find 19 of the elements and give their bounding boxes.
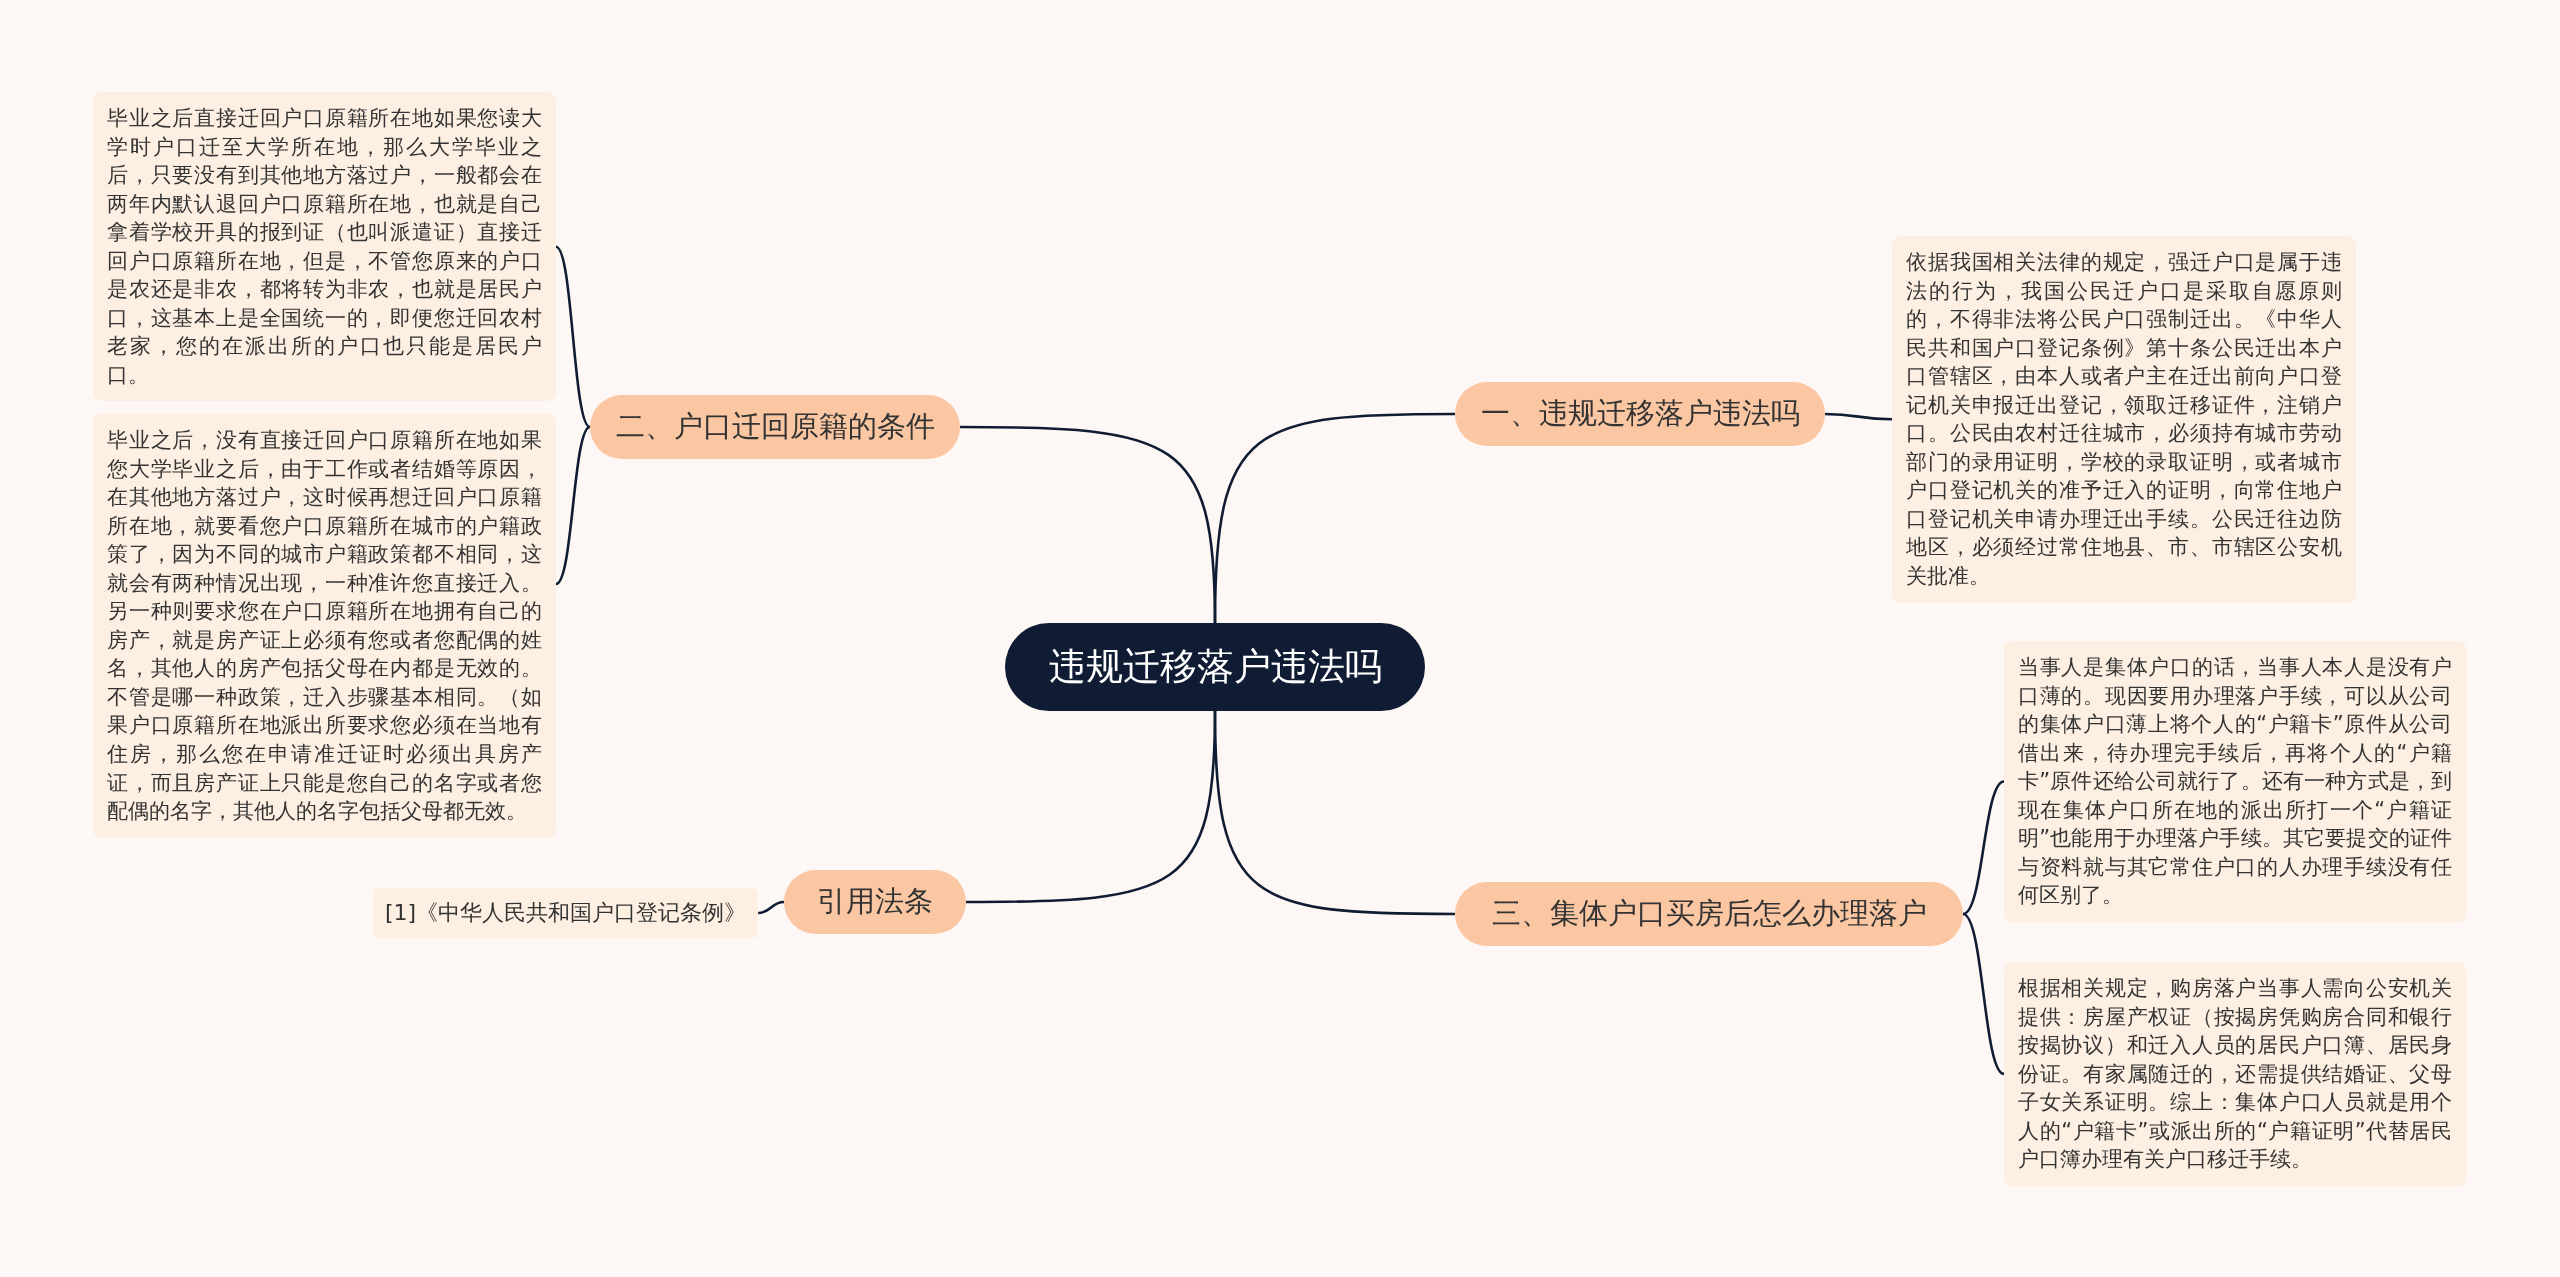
connector-line [1825,412,1892,421]
connector-line [960,425,1217,624]
note-box: 毕业之后直接迁回户口原籍所在地如果您读大学时户口迁至大学所在地，那么大学毕业之后，只要没有到其他地方落过户，一般都会在两年内默认退回户口原籍所在地，也就是自己拿着学校开具的报到证（也叫派遣证）直接迁回户口原籍所在地，但是，不管您原来的户口是农还是非农，都将转为非农，也就是居民户口，这基本上是全国统一的，即便您迁回农村老家，您的在派出所的户口也只能是居民户口。 [93,92,556,402]
connector-line [555,245,591,428]
connector-line [555,425,591,586]
connector-line [1962,912,2005,1075]
central-topic: 违规迁移落户违法吗 [1005,623,1425,711]
reference-box: [1]《中华人民共和国户口登记条例》 [373,888,759,938]
branch-topic: 一、违规迁移落户违法吗 [1455,382,1825,446]
note-box: 依据我国相关法律的规定，强迁户口是属于违法的行为，我国公民迁户口是采取自愿原则的，不得非法将公民户口强制迁出。《中华人民共和国户口登记条例》第十条公民迁出本户口管辖区，由本人或者户主在迁出前向户口登记机关申报迁出登记，领取迁移证件，注销户口。公民由农村迁往城市，必须持有城市劳动部门的录用证明，学校的录取证明，或者城市户口登记机关的准予迁入的证明，向常住地户口登记机关申请办理迁出手续。公民迁往边防地区，必须经过常住地县、市、市辖区公安机关批准。 [1892,236,2356,603]
connector-line [1962,780,2005,916]
branch-topic: 二、户口迁回原籍的条件 [590,395,960,459]
note-box: 当事人是集体户口的话，当事人本人是没有户口薄的。现因要用办理落户手续，可以从公司的集体户口薄上将个人的“户籍卡”原件从公司借出来，待办理完手续后，再将个人的“户籍卡”原件还给公司就行了。还有一种方式是，到现在集体户口所在地的派出所打一个“户籍证明”也能用于办理落户手续。其它要提交的证件与资料就与其它常住户口的人办理手续没有任何区别了。 [2004,641,2466,922]
branch-topic: 引用法条 [784,870,966,934]
note-box: 根据相关规定，购房落户当事人需向公安机关提供：房屋产权证（按揭房凭购房合同和银行按揭协议）和迁入人员的居民户口簿、居民身份证。有家属随迁的，还需提供结婚证、父母子女关系证明。综上：集体户口人员就是用个人的“户籍卡”或派出所的“户籍证明”代替居民户口簿办理有关户口移迁手续。 [2004,962,2466,1186]
note-box: 毕业之后，没有直接迁回户口原籍所在地如果您大学毕业之后，由于工作或者结婚等原因，在其他地方落过户，这时候再想迁回户口原籍所在地，就要看您户口原籍所在城市的户籍政策了，因为不同的城市户籍政策都不相同，这就会有两种情况出现，一种准许您直接迁入。另一种则要求您在户口原籍所在地拥有自己的房产，就是房产证上必须有您或者您配偶的姓名，其他人的房产包括父母在内都是无效的。不管是哪一种政策，迁入步骤基本相同。（如果户口原籍所在地派出所要求您必须在当地有住房，那么您在申请准迁证时必须出具房产证，而且房产证上只能是您自己的名字或者您配偶的名字，其他人的名字包括父母都无效。 [93,414,556,838]
connector-line [758,900,785,915]
branch-topic: 三、集体户口买房后怎么办理落户 [1455,882,1963,946]
connector-line [966,710,1217,904]
